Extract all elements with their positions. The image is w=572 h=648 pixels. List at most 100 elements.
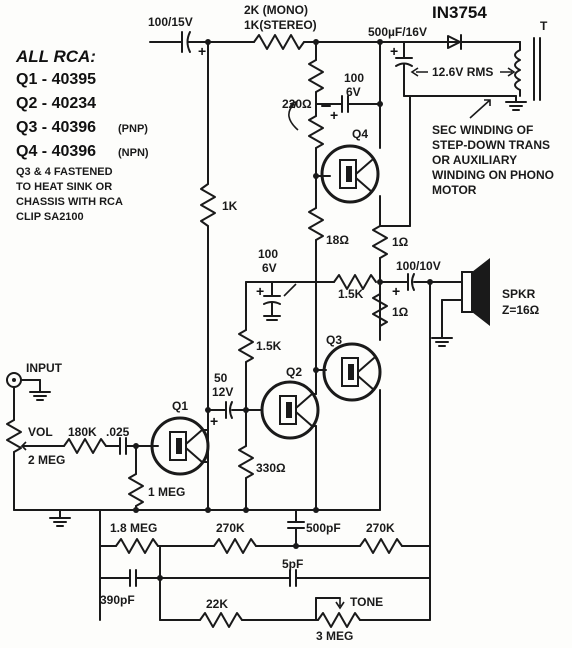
- c-50-line: 50: [214, 371, 228, 385]
- r-22k-label: 22K: [206, 597, 228, 611]
- notes-heading: ALL RCA:: [15, 47, 96, 66]
- resistor-180k: [63, 438, 107, 454]
- notes-q3: Q3 - 40396: [16, 119, 96, 136]
- q1-label: Q1: [172, 399, 188, 413]
- resistor-pot-220: [308, 59, 324, 93]
- parts-notes: ALL RCA: Q1 - 40395 Q2 - 40234 Q3 - 4039…: [15, 47, 149, 223]
- c-500uf-label: 500µF/16V: [368, 25, 427, 39]
- speaker-magnet: [461, 271, 473, 313]
- sec-winding-line: WINDING ON PHONO: [432, 168, 554, 182]
- r-top-label-1: 2K (MONO): [244, 3, 308, 17]
- svg-text:+: +: [256, 283, 264, 299]
- c-input-feed-label: 100/15V: [148, 15, 193, 29]
- notes-q4-type: (NPN): [118, 147, 149, 159]
- resistor-270k-b: [359, 538, 403, 554]
- q4-transistor: [320, 144, 380, 204]
- r-18-label: 18Ω: [326, 233, 349, 247]
- svg-text:+: +: [198, 43, 206, 59]
- q4-label: Q4: [352, 127, 368, 141]
- r-top-label-2: 1K(STEREO): [244, 18, 317, 32]
- c-out-label: 100/10V: [396, 259, 441, 273]
- q3-transistor: [322, 342, 382, 402]
- tone-value: 3 MEG: [316, 629, 353, 643]
- vol-pot[interactable]: [6, 419, 22, 453]
- top-rail: 100/15V + 2K (MONO) 1K(STEREO): [148, 3, 521, 59]
- notes-mount-line: Q3 & 4 FASTENED: [16, 166, 113, 178]
- sec-winding-line: OR AUXILIARY: [432, 153, 517, 167]
- sec-winding-line: MOTOR: [432, 183, 477, 197]
- r-1-lower-label: 1Ω: [392, 305, 409, 319]
- svg-text:+: +: [390, 43, 398, 59]
- resistor-22k: [199, 612, 243, 628]
- voltage-label: 12.6V RMS: [432, 65, 493, 79]
- resistor-1-upper: [372, 225, 388, 259]
- r-1-5k-mid-label: 1.5K: [338, 287, 364, 301]
- sec-winding-line: STEP-DOWN TRANS: [432, 138, 550, 152]
- mid-rail: + 100 6V 1.5K: [245, 247, 377, 331]
- diode-label: IN3754: [432, 3, 487, 22]
- resistor-1k: [200, 183, 216, 227]
- c-390pf-label: 390pF: [100, 593, 135, 607]
- r-270k-a-label: 270K: [216, 521, 245, 535]
- transformer-coil: [514, 49, 521, 91]
- output-stage: 100/10V + SPKR Z=16Ω 1Ω: [372, 258, 540, 347]
- resistor-top: [253, 34, 305, 50]
- notes-q2: Q2 - 40234: [16, 95, 96, 112]
- r-270k-b-label: 270K: [366, 521, 395, 535]
- speaker-label: SPKR: [502, 287, 536, 301]
- r-1k-label: 1K: [222, 199, 238, 213]
- resistor-1-5k-mid: [333, 274, 377, 290]
- r-1-5k-left-label: 1.5K: [256, 339, 282, 353]
- resistor-1-8meg: [115, 538, 159, 554]
- r-1-8meg-label: 1.8 MEG: [110, 521, 157, 535]
- vol-value: 2 MEG: [28, 453, 65, 467]
- notes-mount-line: TO HEAT SINK OR: [16, 181, 112, 193]
- q3-label: Q3: [326, 333, 342, 347]
- c-100-6v-mid-line: 100: [258, 247, 278, 261]
- diode-symbol: [447, 35, 461, 49]
- ground-bus: [13, 507, 381, 527]
- notes-mount-line: CLIP SA2100: [16, 211, 84, 223]
- power-supply: 500µF/16V IN3754 + T 12.6V RMS SEC WINDI…: [368, 3, 554, 197]
- svg-text:+: +: [210, 413, 218, 429]
- notes-q4: Q4 - 40396: [16, 143, 96, 160]
- notes-q1: Q1 - 40395: [16, 71, 96, 88]
- resistor-330: [238, 445, 254, 479]
- tone-pot[interactable]: [317, 612, 361, 628]
- r-1meg-label: 1 MEG: [148, 485, 185, 499]
- resistor-1-lower: [372, 293, 388, 327]
- feedback-network: 1.8 MEG 270K 500pF 270K 390pF 5pF 22K: [99, 279, 433, 643]
- sec-winding-line: SEC WINDING OF: [432, 123, 533, 137]
- q2-label: Q2: [286, 365, 302, 379]
- q4-stage: 220Ω 100 6V + 18Ω Q4 1Ω: [282, 41, 411, 341]
- r-180k-label: 180K: [68, 425, 97, 439]
- r-330-label: 330Ω: [256, 461, 286, 475]
- input-stage: INPUT VOL 2 MEG 180K .025 Q1 1 MEG: [6, 361, 210, 511]
- c-100-6v-top-line: 100: [344, 71, 364, 85]
- tone-label: TONE: [350, 595, 383, 609]
- transformer-tag: T: [540, 19, 548, 33]
- resistor-18: [308, 207, 324, 241]
- c-100-6v-mid-line: 6V: [262, 261, 277, 275]
- input-label: INPUT: [26, 361, 63, 375]
- r-1-upper-label: 1Ω: [392, 235, 409, 249]
- speaker-impedance: Z=16Ω: [502, 303, 540, 317]
- coupling-50: 50 12V +: [207, 371, 247, 429]
- c-025-label: .025: [106, 425, 130, 439]
- pot-220-label: 220Ω: [282, 97, 312, 111]
- c-50-line: 12V: [212, 385, 233, 399]
- q2-stage: 1.5K Q2 330Ω: [238, 329, 320, 511]
- q1-transistor: [150, 416, 210, 476]
- notes-q3-type: (PNP): [118, 123, 148, 135]
- resistor-1meg: [128, 473, 144, 507]
- q3-stage: Q3: [313, 279, 382, 511]
- c-5pf-label: 5pF: [282, 557, 303, 571]
- c-500pf-label: 500pF: [306, 521, 341, 535]
- svg-text:+: +: [330, 107, 338, 123]
- c-100-6v-top-line: 6V: [346, 85, 361, 99]
- notes-mount-line: CHASSIS WITH RCA: [16, 196, 123, 208]
- resistor-1-5k-left: [238, 329, 254, 363]
- speaker-cone: [472, 258, 490, 326]
- resistor-270k-a: [213, 538, 257, 554]
- svg-text:+: +: [392, 283, 400, 299]
